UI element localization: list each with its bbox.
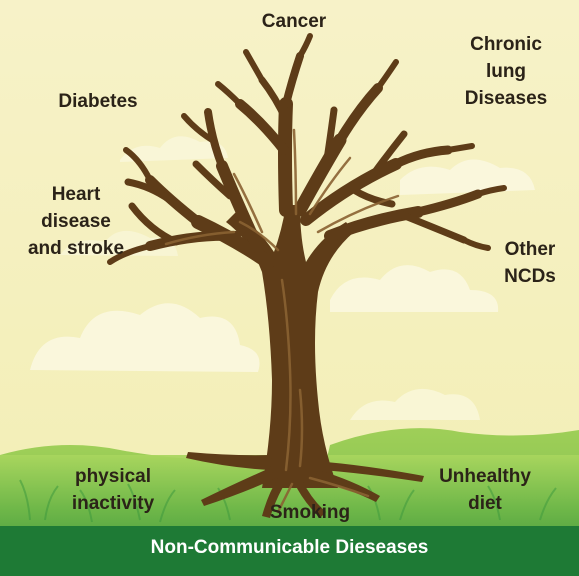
label-unhealthy-diet-line-1: Unhealthy bbox=[420, 463, 550, 490]
label-diabetes: Diabetes bbox=[42, 88, 154, 115]
label-cancer-line: Cancer bbox=[242, 8, 346, 35]
label-physical-inactivity: physical inactivity bbox=[50, 463, 176, 517]
label-smoking-line: Smoking bbox=[250, 499, 370, 526]
label-heart-disease-and-stroke: Heart disease and stroke bbox=[14, 181, 138, 262]
label-chronic-lung-line-1: Chronic bbox=[446, 31, 566, 58]
label-physical-inactivity-line-2: inactivity bbox=[50, 490, 176, 517]
label-unhealthy-diet: Unhealthy diet bbox=[420, 463, 550, 517]
label-unhealthy-diet-line-2: diet bbox=[420, 490, 550, 517]
label-other-ncds: Other NCDs bbox=[490, 236, 570, 290]
label-other-line-1: Other bbox=[490, 236, 570, 263]
label-smoking: Smoking bbox=[250, 499, 370, 526]
label-chronic-lung-line-2: lung bbox=[446, 58, 566, 85]
label-heart-line-3: and stroke bbox=[14, 235, 138, 262]
label-heart-line-2: disease bbox=[14, 208, 138, 235]
label-chronic-lung-diseases: Chronic lung Diseases bbox=[446, 31, 566, 112]
label-cancer: Cancer bbox=[242, 8, 346, 35]
label-physical-inactivity-line-1: physical bbox=[50, 463, 176, 490]
footer-title: Non-Communicable Dieseases bbox=[0, 537, 579, 559]
label-chronic-lung-line-3: Diseases bbox=[446, 85, 566, 112]
label-diabetes-line: Diabetes bbox=[42, 88, 154, 115]
label-other-line-2: NCDs bbox=[490, 263, 570, 290]
label-heart-line-1: Heart bbox=[14, 181, 138, 208]
